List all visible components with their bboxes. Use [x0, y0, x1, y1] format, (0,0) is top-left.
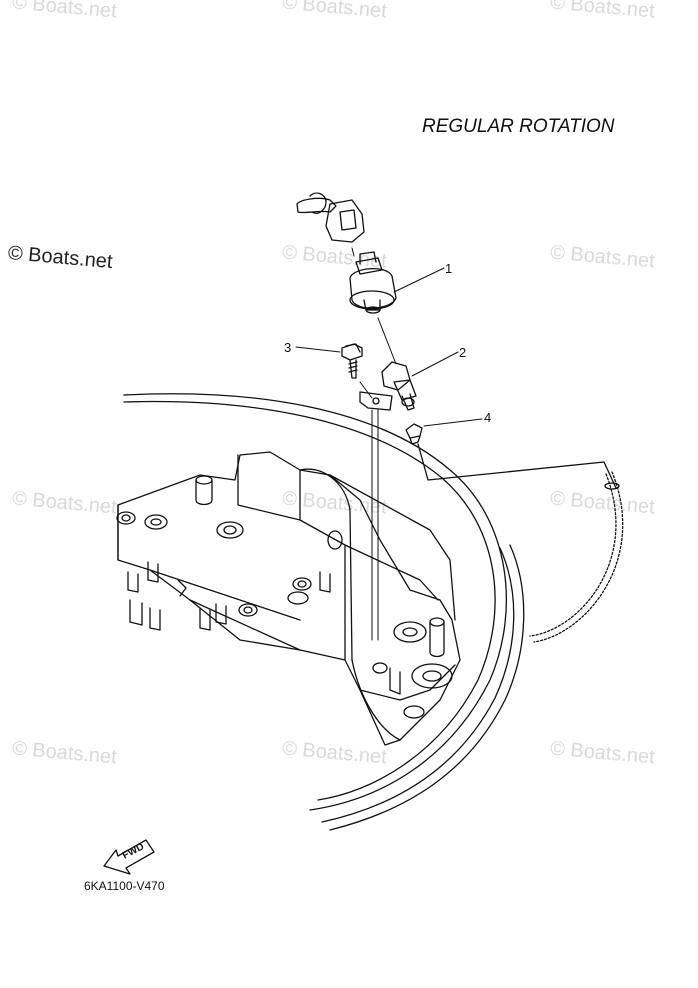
diagram-title: REGULAR ROTATION [422, 116, 615, 137]
callout-1: 1 [445, 261, 453, 276]
assembly-lines [351, 247, 397, 641]
wire [417, 443, 624, 643]
part-3-bolt [341, 343, 363, 379]
part-code: 6KA1100-V470 [84, 879, 165, 893]
part-1-sensor [296, 192, 397, 314]
leader-lines [295, 267, 483, 427]
engine-bosses [116, 475, 453, 719]
part-2-sender [359, 361, 417, 411]
callout-3: 3 [284, 340, 292, 355]
part-4-cap [405, 423, 423, 445]
fwd-arrow-icon [103, 839, 155, 875]
cowling-outline [123, 393, 525, 831]
callout-2: 2 [459, 345, 467, 360]
callout-4: 4 [484, 410, 492, 425]
engine-block [117, 451, 461, 746]
